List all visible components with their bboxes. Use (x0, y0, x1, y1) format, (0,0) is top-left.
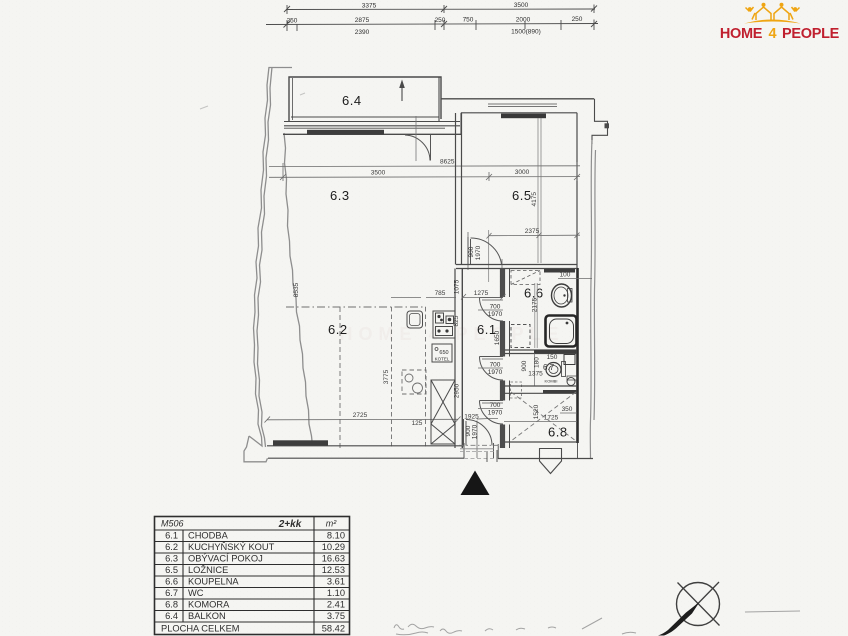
svg-text:m²: m² (326, 519, 337, 529)
svg-text:1.10: 1.10 (327, 588, 345, 598)
svg-text:700: 700 (490, 304, 501, 311)
svg-text:900: 900 (465, 425, 472, 436)
svg-text:250: 250 (572, 16, 583, 23)
svg-text:M506: M506 (161, 519, 184, 529)
svg-text:PLOCHA CELKEM: PLOCHA CELKEM (161, 624, 240, 634)
svg-text:1725: 1725 (544, 415, 559, 422)
svg-text:2390: 2390 (355, 29, 370, 36)
svg-text:12.53: 12.53 (322, 565, 345, 575)
svg-text:2375: 2375 (525, 228, 540, 235)
svg-text:6.8: 6.8 (165, 600, 178, 610)
svg-text:8625: 8625 (440, 159, 455, 166)
svg-text:3.75: 3.75 (327, 611, 345, 621)
svg-text:6.7: 6.7 (543, 363, 555, 372)
svg-text:6.7: 6.7 (165, 588, 178, 598)
svg-text:OBÝVACÍ POKOJ: OBÝVACÍ POKOJ (188, 554, 263, 564)
svg-text:250: 250 (435, 17, 446, 24)
svg-text:350: 350 (562, 406, 573, 413)
svg-text:4175: 4175 (531, 192, 538, 207)
svg-text:1075: 1075 (454, 279, 461, 294)
svg-text:1520: 1520 (533, 404, 540, 419)
svg-text:1375: 1375 (528, 371, 543, 378)
svg-text:6.1: 6.1 (165, 531, 178, 541)
svg-text:1970: 1970 (475, 245, 482, 260)
svg-text:180: 180 (534, 357, 541, 368)
svg-text:58.42: 58.42 (322, 624, 345, 634)
svg-text:2875: 2875 (355, 17, 370, 24)
svg-text:2.41: 2.41 (327, 600, 345, 610)
svg-text:LOŽNICE: LOŽNICE (188, 565, 228, 575)
svg-text:3375: 3375 (362, 3, 377, 10)
svg-text:KOMORA: KOMORA (188, 600, 230, 610)
svg-text:8.10: 8.10 (327, 531, 345, 541)
svg-text:6.2: 6.2 (165, 542, 178, 552)
svg-text:KOTEL: KOTEL (435, 357, 450, 362)
svg-text:750: 750 (463, 17, 474, 24)
svg-text:2175: 2175 (532, 297, 539, 312)
svg-text:1275: 1275 (474, 290, 489, 297)
svg-text:700: 700 (490, 362, 501, 369)
svg-text:6.6: 6.6 (524, 286, 544, 301)
svg-text:10.29: 10.29 (322, 542, 345, 552)
svg-text:KOUPELNA: KOUPELNA (188, 577, 239, 587)
svg-text:3500: 3500 (514, 2, 529, 9)
svg-text:1650: 1650 (494, 330, 501, 345)
svg-text:6.2: 6.2 (328, 322, 348, 337)
svg-text:2000: 2000 (516, 17, 531, 24)
svg-text:700: 700 (490, 402, 501, 409)
svg-text:1970: 1970 (472, 424, 479, 439)
svg-text:3500: 3500 (371, 170, 386, 177)
svg-text:2725: 2725 (353, 412, 368, 419)
svg-text:6.8: 6.8 (548, 425, 568, 440)
svg-text:6.4: 6.4 (165, 611, 178, 621)
svg-text:1970: 1970 (488, 311, 503, 318)
svg-text:6.3: 6.3 (165, 554, 178, 564)
svg-text:PEOPLE: PEOPLE (782, 26, 840, 42)
svg-text:1500(890): 1500(890) (511, 29, 541, 36)
svg-text:4: 4 (768, 26, 776, 42)
svg-text:CHODBA: CHODBA (188, 531, 229, 541)
svg-text:3.61: 3.61 (327, 577, 345, 587)
svg-text:900: 900 (468, 246, 475, 257)
svg-text:6.6: 6.6 (165, 577, 178, 587)
svg-text:250: 250 (287, 18, 298, 25)
svg-text:8535: 8535 (293, 282, 300, 297)
svg-text:WC: WC (188, 588, 204, 598)
svg-text:1970: 1970 (488, 369, 503, 376)
svg-text:650: 650 (439, 350, 448, 356)
svg-text:900: 900 (521, 360, 528, 371)
svg-text:6.1: 6.1 (477, 322, 497, 337)
svg-text:6.3: 6.3 (330, 188, 350, 203)
svg-text:KOMBI: KOMBI (545, 379, 558, 384)
svg-text:6.5: 6.5 (512, 188, 532, 203)
svg-text:2+kk: 2+kk (278, 519, 302, 530)
svg-text:3000: 3000 (515, 169, 530, 176)
svg-text:BALKON: BALKON (188, 611, 226, 621)
svg-text:6.4: 6.4 (342, 93, 362, 108)
svg-text:1970: 1970 (488, 410, 503, 417)
svg-text:3775: 3775 (383, 369, 390, 384)
svg-text:125: 125 (412, 420, 423, 427)
svg-text:825: 825 (453, 315, 460, 326)
svg-text:100: 100 (560, 272, 571, 279)
svg-text:2950: 2950 (454, 383, 461, 398)
svg-text:1925: 1925 (464, 414, 479, 421)
svg-text:KUCHYŇSKÝ KOUT: KUCHYŇSKÝ KOUT (188, 542, 275, 552)
svg-text:150: 150 (547, 354, 558, 361)
svg-text:6.5: 6.5 (165, 565, 178, 575)
svg-text:16.63: 16.63 (322, 554, 345, 564)
svg-text:785: 785 (435, 290, 446, 297)
svg-text:HOME: HOME (720, 26, 763, 42)
